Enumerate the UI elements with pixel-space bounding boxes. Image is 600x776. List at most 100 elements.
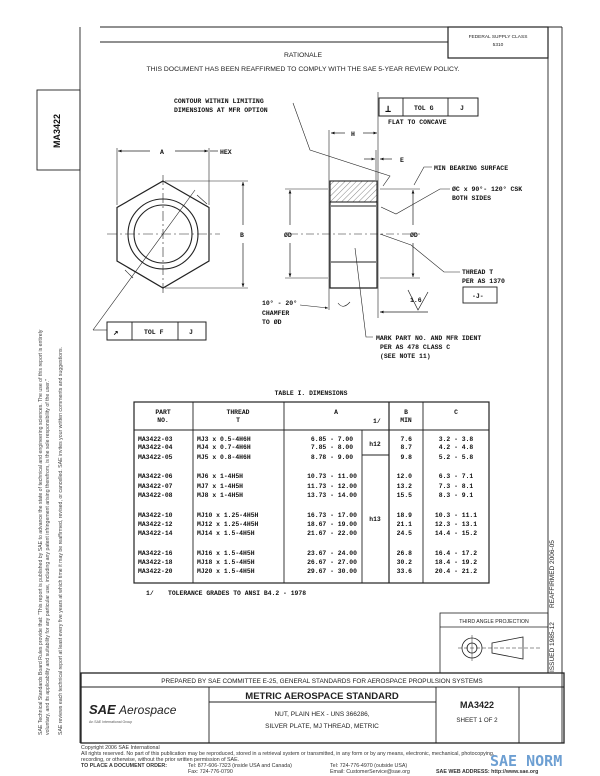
prepared-by: PREPARED BY SAE COMMITTEE E-25, GENERAL … (161, 678, 482, 685)
cell-a: 23.67 - 24.00 (307, 550, 357, 557)
title-line-1: NUT, PLAIN HEX - UNS 366286, (274, 711, 369, 718)
logo-tagline: An SAE International Group (89, 720, 132, 724)
label-datum-j-top: J (460, 105, 464, 112)
cell-thread: MJ20 x 1.5-4H5H (197, 568, 255, 575)
order-label: TO PLACE A DOCUMENT ORDER: (81, 763, 168, 769)
cell-thread: MJ4 x 0.7-4H6H (197, 444, 251, 451)
cell-a: 10.73 - 11.00 (307, 473, 357, 480)
tol-f-frame (106, 321, 207, 341)
cell-c: 3.2 - 3.8 (439, 436, 474, 443)
label-chamfer-angle: 10° - 20° (262, 299, 297, 307)
rights-line-1: All rights reserved. No part of this pub… (81, 751, 495, 757)
label-a: A (160, 149, 164, 156)
label-min-bearing: MIN BEARING SURFACE (434, 165, 508, 172)
cell-thread: MJ3 x 0.5-4H6H (197, 436, 251, 443)
cell-a: 7.85 - 8.00 (311, 444, 353, 451)
cell-b: 24.5 (397, 530, 413, 537)
cell-part: MA3422-10 (138, 512, 173, 519)
cell-part: MA3422-12 (138, 521, 173, 528)
cell-a: 13.73 - 14.00 (307, 492, 357, 499)
cell-c: 6.3 - 7.1 (439, 473, 474, 480)
label-per-as1370: PER AS 1370 (462, 278, 505, 285)
cell-thread: MJ12 x 1.25-4H5H (197, 521, 259, 528)
cell-b: 8.7 (400, 444, 412, 451)
perpendicularity-icon: ⊥ (385, 105, 391, 116)
reaffirmed-date: REAFFIRMED 2006-05 (549, 540, 556, 608)
label-thread: THREAD T (462, 269, 493, 276)
label-mark-as478: PER AS 478 CLASS C (380, 344, 450, 351)
label-see-note: (SEE NOTE 11) (380, 353, 431, 360)
cell-a: 16.73 - 17.00 (307, 512, 357, 519)
cell-part: MA3422-16 (138, 550, 173, 557)
runout-icon: ↗ (113, 328, 118, 338)
cell-thread: MJ10 x 1.25-4H5H (197, 512, 259, 519)
disclaimer-line-3: SAE reviews each technical report at lea… (58, 347, 64, 735)
web-address-link[interactable]: SAE WEB ADDRESS: http://www.sae.org (436, 769, 539, 775)
table-title: TABLE I. DIMENSIONS (275, 390, 348, 397)
logo-sae: SAE (89, 702, 116, 717)
label-surface-finish: 1.6 (410, 297, 422, 304)
cell-thread: MJ14 x 1.5-4H5H (197, 530, 255, 537)
contour-leader (292, 102, 391, 187)
cell-a: 21.67 - 22.00 (307, 530, 357, 537)
cell-thread: MJ16 x 1.5-4H5H (197, 550, 255, 557)
th-thread-t: T (236, 417, 240, 424)
cell-thread: MJ5 x 0.8-4H6H (197, 454, 251, 461)
th-thread: THREAD (226, 409, 249, 416)
label-h: H (351, 131, 355, 138)
runout-leader (92, 189, 196, 331)
cell-part: MA3422-05 (138, 454, 173, 461)
cell-c: 4.2 - 4.8 (439, 444, 474, 451)
cell-a: 18.67 - 19.00 (307, 521, 357, 528)
sheet-number: SHEET 1 OF 2 (456, 717, 498, 724)
cell-a: 8.78 - 9.00 (311, 454, 353, 461)
table-row: MA3422-16 MJ16 x 1.5-4H5H 23.67 - 24.00 26.… (138, 550, 477, 557)
th-part: PART (155, 409, 171, 416)
label-chamfer: CHAMFER (262, 310, 289, 317)
th-b-min: MIN (400, 417, 412, 424)
dimensions-table-frame (133, 401, 490, 584)
cell-c: 20.4 - 21.2 (435, 568, 477, 575)
th-c: C (454, 409, 458, 416)
contour-note-2: DIMENSIONS AT MFR OPTION (174, 107, 268, 114)
standard-type: METRIC AEROSPACE STANDARD (245, 691, 399, 702)
table-row: MA3422-12 MJ12 x 1.25-4H5H 18.67 - 19.00 21… (138, 521, 477, 528)
cell-c: 12.3 - 13.1 (435, 521, 477, 528)
cell-c: 16.4 - 17.2 (435, 550, 477, 557)
grade-h13: h13 (369, 516, 381, 523)
projection-label: THIRD ANGLE PROJECTION (459, 619, 529, 625)
datum-j-box (462, 286, 498, 304)
th-part-no: NO. (157, 417, 169, 424)
surface-finish-symbol (407, 289, 429, 311)
footnote-mark: 1/ (146, 590, 154, 597)
cell-a: 29.67 - 30.00 (307, 568, 357, 575)
rationale-title: RATIONALE (284, 52, 322, 59)
cell-b: 21.1 (397, 521, 413, 528)
tol-g-frame (378, 97, 479, 117)
email-link[interactable]: Email: CustomerService@sae.org (330, 769, 410, 775)
rights-line-2: recording, or otherwise, without the pri… (81, 757, 240, 763)
cell-b: 9.8 (400, 454, 412, 461)
cell-thread: MJ6 x 1-4H5H (197, 473, 243, 480)
projection-cone (491, 636, 524, 660)
label-to-d: TO ØD (262, 318, 282, 326)
cell-part: MA3422-06 (138, 473, 173, 480)
mark-leader (354, 247, 373, 338)
cell-b: 13.2 (397, 483, 413, 490)
cell-c: 18.4 - 19.2 (435, 559, 477, 566)
cell-part: MA3422-08 (138, 492, 173, 499)
th-a: A (334, 409, 338, 416)
cell-b: 30.2 (397, 559, 413, 566)
cell-c: 10.3 - 11.1 (435, 512, 477, 519)
label-b: B (240, 232, 244, 239)
cell-b: 26.8 (397, 550, 413, 557)
cell-c: 14.4 - 15.2 (435, 530, 477, 537)
cell-b: 7.6 (400, 436, 412, 443)
cell-part: MA3422-03 (138, 436, 173, 443)
